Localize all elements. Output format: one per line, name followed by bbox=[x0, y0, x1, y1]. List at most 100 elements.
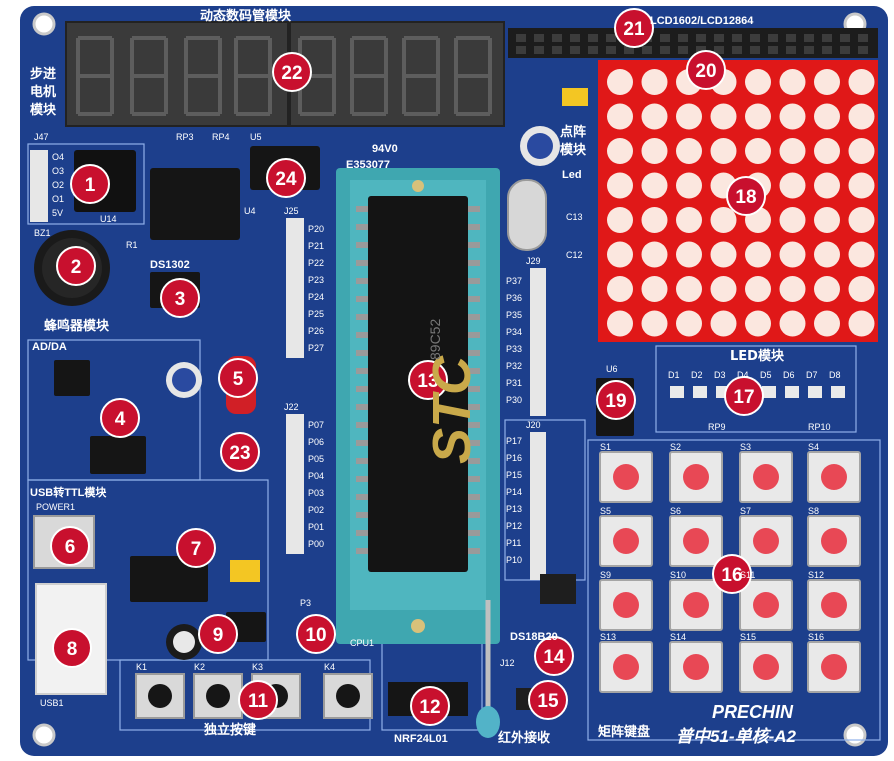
callout-badge-number: 2 bbox=[71, 257, 82, 278]
label-p2-pin: P23 bbox=[308, 275, 324, 285]
label-key: S9 bbox=[600, 570, 611, 580]
matrix-led-dot bbox=[676, 172, 702, 199]
jumper-yellow-matrix[interactable] bbox=[562, 88, 588, 106]
label-j22: J22 bbox=[284, 402, 299, 412]
jumper-yellow-usb[interactable] bbox=[230, 560, 260, 582]
zif-lever-knob[interactable] bbox=[476, 706, 500, 738]
matrix-led-dot bbox=[676, 103, 702, 130]
header-pin bbox=[660, 34, 670, 42]
callout-badge-13: 13 bbox=[408, 360, 448, 400]
label-led: Led bbox=[562, 169, 582, 181]
matrix-key[interactable] bbox=[669, 579, 723, 631]
label-indep-key: K1 bbox=[136, 662, 147, 672]
label-usb-ttl: USB转TTL模块 bbox=[30, 485, 107, 499]
label-u5: U5 bbox=[250, 132, 262, 142]
matrix-key[interactable] bbox=[669, 641, 723, 693]
callout-badge-3: 3 bbox=[160, 278, 200, 318]
matrix-key[interactable] bbox=[807, 451, 861, 503]
matrix-key[interactable] bbox=[739, 515, 793, 567]
label-p2-pin: P26 bbox=[308, 326, 324, 336]
label-j20: J20 bbox=[526, 420, 541, 430]
matrix-key[interactable] bbox=[669, 515, 723, 567]
label-rp10: RP10 bbox=[808, 422, 831, 432]
header-pin bbox=[786, 34, 796, 42]
callout-badge-8: 8 bbox=[52, 628, 92, 668]
matrix-led-dot bbox=[607, 207, 633, 233]
header-pin bbox=[804, 34, 814, 42]
header-pin bbox=[534, 34, 544, 42]
matrix-led-dot bbox=[676, 310, 702, 337]
label-r1: R1 bbox=[126, 240, 138, 250]
label-ds18b20: DS18B20 bbox=[510, 631, 558, 643]
label-p3-pin: P32 bbox=[506, 361, 522, 371]
callout-badge-number: 10 bbox=[305, 625, 326, 646]
callout-badge-14: 14 bbox=[534, 636, 574, 676]
mcu-pin bbox=[468, 296, 480, 302]
matrix-led-dot bbox=[848, 207, 875, 233]
header-pin bbox=[696, 34, 706, 42]
matrix-led-dot bbox=[710, 241, 737, 268]
ic-u4 bbox=[150, 168, 240, 240]
header-pin bbox=[804, 46, 814, 54]
matrix-key[interactable] bbox=[599, 641, 653, 693]
matrix-led-dot bbox=[745, 138, 771, 164]
mcu-pin bbox=[356, 458, 368, 464]
header-pin bbox=[678, 34, 688, 42]
matrix-led-dot bbox=[848, 310, 875, 337]
matrix-key[interactable] bbox=[599, 451, 653, 503]
label-p3-pin: P30 bbox=[506, 395, 522, 405]
label-ds1302: DS1302 bbox=[150, 259, 190, 271]
smd-led bbox=[785, 386, 799, 398]
mcu-pin bbox=[356, 422, 368, 428]
independent-button[interactable] bbox=[193, 673, 243, 719]
matrix-led-dot bbox=[745, 241, 771, 268]
header-pin bbox=[606, 46, 616, 54]
matrix-led-dot bbox=[676, 138, 702, 164]
header-pin bbox=[534, 46, 544, 54]
matrix-key[interactable] bbox=[807, 579, 861, 631]
mount-hole bbox=[32, 723, 56, 747]
label-p0-pin: P01 bbox=[308, 522, 324, 532]
matrix-key[interactable] bbox=[739, 579, 793, 631]
matrix-key[interactable] bbox=[807, 515, 861, 567]
seven-segment-digit bbox=[402, 36, 440, 116]
matrix-key[interactable] bbox=[599, 579, 653, 631]
label-usb1: USB1 bbox=[40, 698, 64, 708]
callout-badge-number: 17 bbox=[733, 387, 754, 408]
label-led-module: LED模块 bbox=[730, 348, 785, 364]
label-seg-module: 动态数码管模块 bbox=[200, 8, 292, 24]
label-rp3: RP3 bbox=[176, 132, 194, 142]
label-p1-pin: P15 bbox=[506, 470, 522, 480]
mcu-pin bbox=[468, 224, 480, 230]
callout-badge-20: 20 bbox=[686, 50, 726, 90]
matrix-led-dot bbox=[848, 69, 875, 95]
independent-button[interactable] bbox=[135, 673, 185, 719]
mount-hole bbox=[32, 12, 56, 36]
independent-button[interactable] bbox=[323, 673, 373, 719]
matrix-key[interactable] bbox=[669, 451, 723, 503]
header-pin bbox=[516, 46, 526, 54]
matrix-key[interactable] bbox=[807, 641, 861, 693]
callout-badge-number: 18 bbox=[735, 187, 756, 208]
callout-badge-21: 21 bbox=[614, 8, 654, 48]
label-p3-pin: P36 bbox=[506, 293, 522, 303]
matrix-key[interactable] bbox=[739, 641, 793, 693]
label-nrf: NRF24L01 bbox=[394, 733, 448, 745]
mcu-pin bbox=[356, 224, 368, 230]
label-cpu1: CPU1 bbox=[350, 638, 374, 648]
label-model: 普中51-单核-A2 bbox=[676, 727, 797, 746]
callout-badge-9: 9 bbox=[198, 614, 238, 654]
callout-badge-23: 23 bbox=[220, 432, 260, 472]
mcu-pin bbox=[356, 278, 368, 284]
callout-badge-number: 3 bbox=[175, 289, 186, 310]
label-rp9: RP9 bbox=[708, 422, 726, 432]
label-key: S15 bbox=[740, 632, 756, 642]
matrix-key[interactable] bbox=[739, 451, 793, 503]
callout-badge-15: 15 bbox=[528, 680, 568, 720]
header-pin bbox=[858, 46, 868, 54]
label-p2-pin: P25 bbox=[308, 309, 324, 319]
matrix-led-dot bbox=[641, 69, 668, 95]
matrix-key[interactable] bbox=[599, 515, 653, 567]
matrix-led-dot bbox=[641, 276, 668, 302]
mcu-pin bbox=[356, 332, 368, 338]
